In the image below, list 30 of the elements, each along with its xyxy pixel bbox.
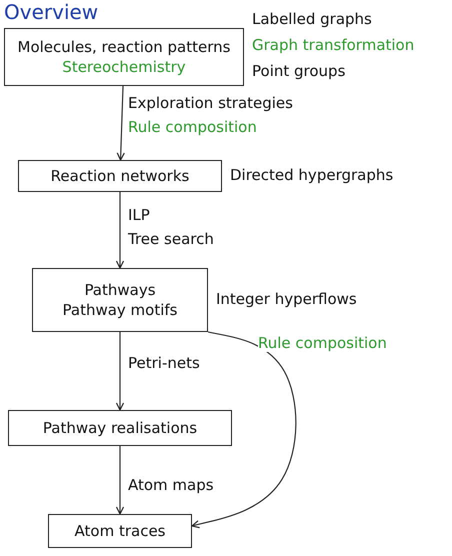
side-note: Graph transformation <box>252 36 414 54</box>
arrow <box>116 192 124 269</box>
edge-note: Petri-nets <box>128 354 200 372</box>
box-label: Pathways <box>84 280 156 300</box>
edge-note: Atom maps <box>128 476 214 494</box>
side-note: Labelled graphs <box>252 10 372 28</box>
side-note: Point groups <box>252 62 346 80</box>
curved-arrow <box>191 331 296 528</box>
box-label: Molecules, reaction patterns <box>18 36 230 57</box>
box-label: Pathway realisations <box>42 418 198 438</box>
arrow <box>116 332 124 411</box>
process-box <box>4 28 244 86</box>
process-box <box>32 268 208 332</box>
edge-note: Exploration strategies <box>128 94 293 112</box>
edge-note: ILP <box>128 206 150 224</box>
box-label: Atom traces <box>74 520 166 542</box>
edge-note: Tree search <box>128 230 214 248</box>
box-label: Reaction networks <box>50 166 190 186</box>
arrow <box>116 446 124 515</box>
process-box <box>48 514 192 548</box>
edge-label: Rule composition <box>258 334 387 352</box>
process-box <box>18 160 222 192</box>
side-note: Directed hypergraphs <box>230 166 394 184</box>
box-sublabel: Pathway motifs <box>62 300 178 320</box>
edge-note: Rule composition <box>128 118 257 136</box>
side-note: Integer hyperflows <box>216 290 357 308</box>
title: Overview <box>4 0 98 24</box>
box-sublabel: Stereochemistry <box>62 57 186 78</box>
arrow <box>116 86 125 161</box>
process-box <box>8 410 232 446</box>
